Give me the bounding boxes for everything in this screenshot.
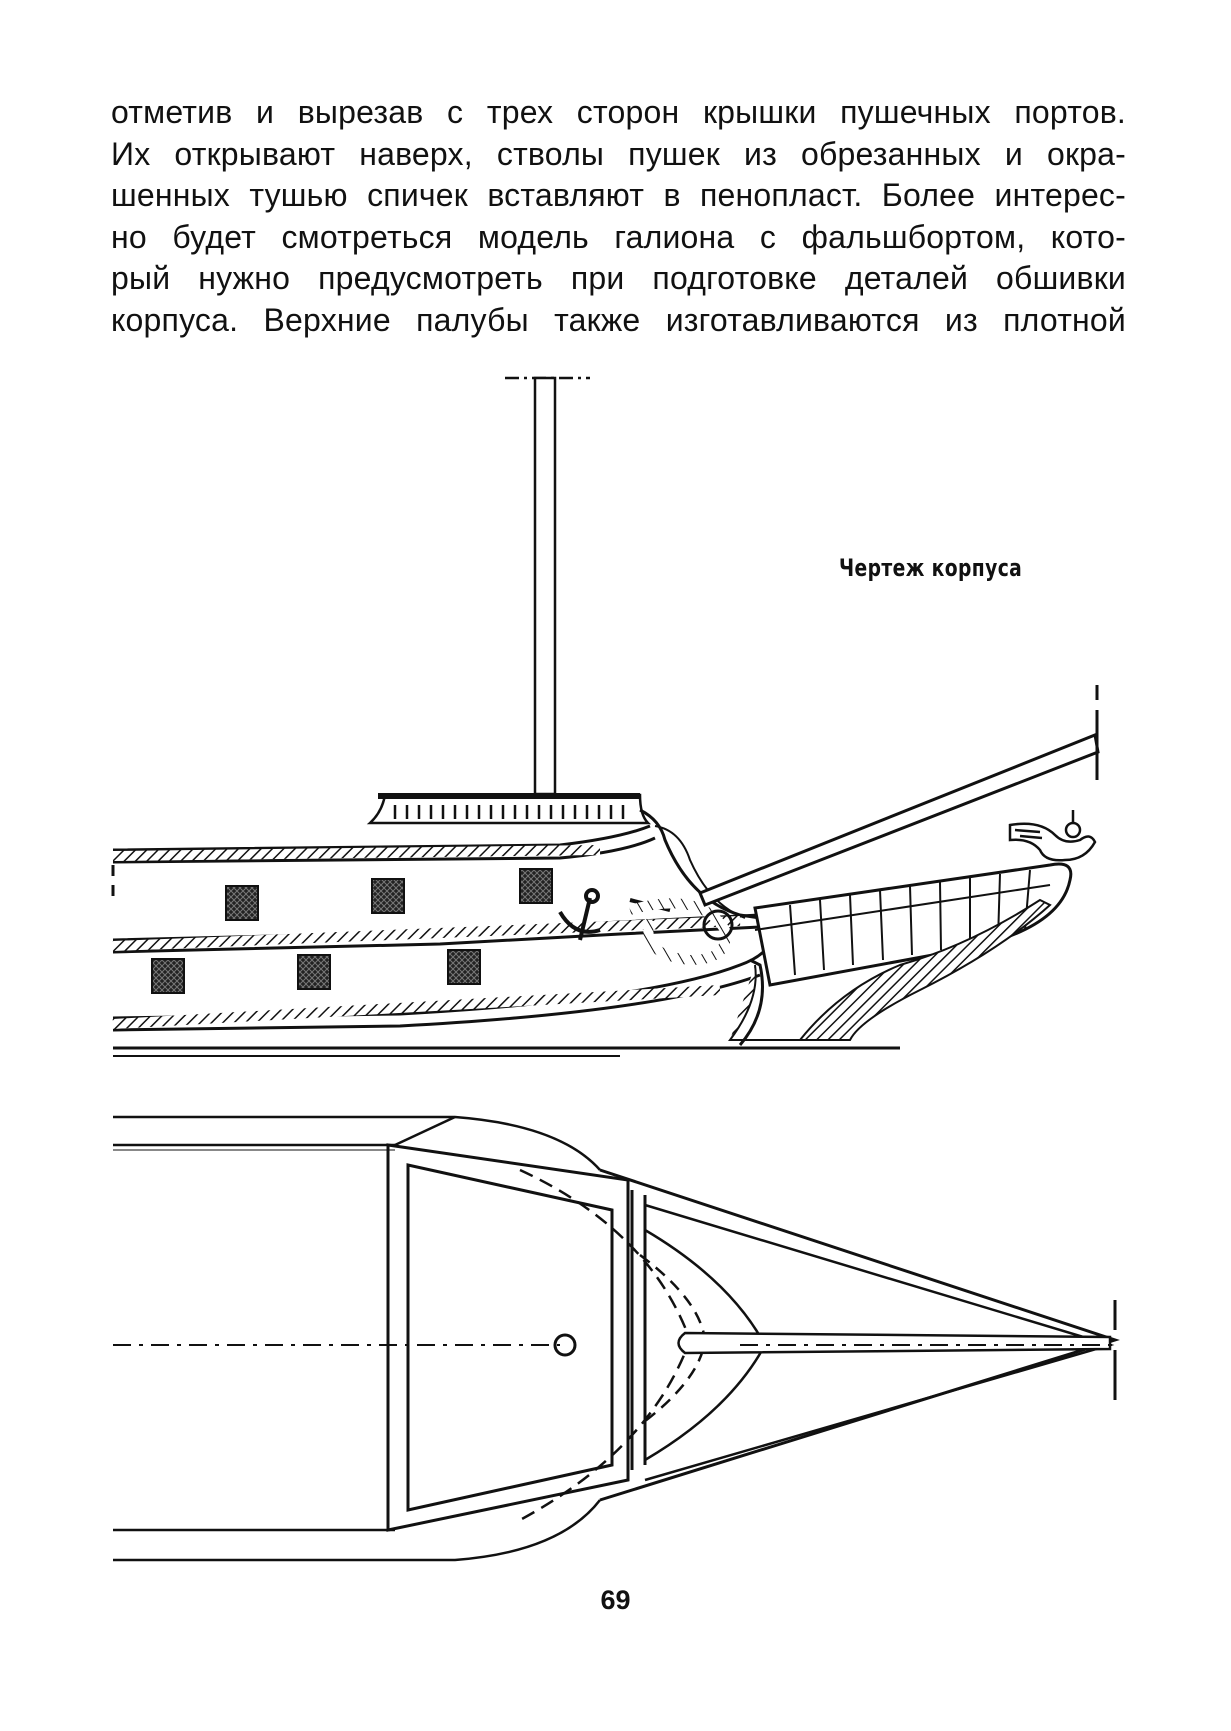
forecastle [366,793,652,825]
gun-port [447,949,481,985]
gun-port [519,868,553,904]
mast [533,376,557,796]
gun-port [151,958,185,994]
beak-curve [639,808,761,920]
bowsprit-plan [677,1331,1112,1355]
plan-view [113,1115,1120,1562]
gun-port [225,885,259,921]
gun-port [371,878,405,914]
anchor-rope [628,898,731,966]
text-line: рый нужно предусмотреть при подготовке д… [111,260,1126,296]
text-line: шенных тушью спичек вставляют в пеноплас… [111,177,1126,213]
head-rail-grating [789,869,1031,976]
hull-outline-top [113,1115,601,1171]
deck-frame-outer [386,1143,630,1532]
upper-wale [112,824,651,852]
figurehead-icon [1008,810,1097,862]
figure-caption: Чертеж корпуса [839,554,1023,582]
text-line: но будет смотреться модель галиона с фал… [111,218,1126,255]
text-line: отметив и вырезав с трех сторон крышки п… [111,94,1126,130]
mast-hole-icon [553,1333,577,1357]
cutwater [728,898,1052,1041]
lower-wale [112,944,772,1020]
head-wedge [599,1168,1120,1502]
balusters [393,805,625,819]
text-line: Их открывают наверх, стволы пушек из обр… [111,135,1126,172]
page-number: 69 [600,1585,631,1615]
hull-outline-bottom [113,1499,601,1562]
gun-port [297,954,331,990]
side-view [111,376,1100,1057]
body-text: отметив и вырезав с трех сторон крышки п… [111,92,1126,341]
text-line: корпуса. Верхние палубы также изготавлив… [111,301,1126,338]
deck-frame-inner [406,1163,614,1512]
